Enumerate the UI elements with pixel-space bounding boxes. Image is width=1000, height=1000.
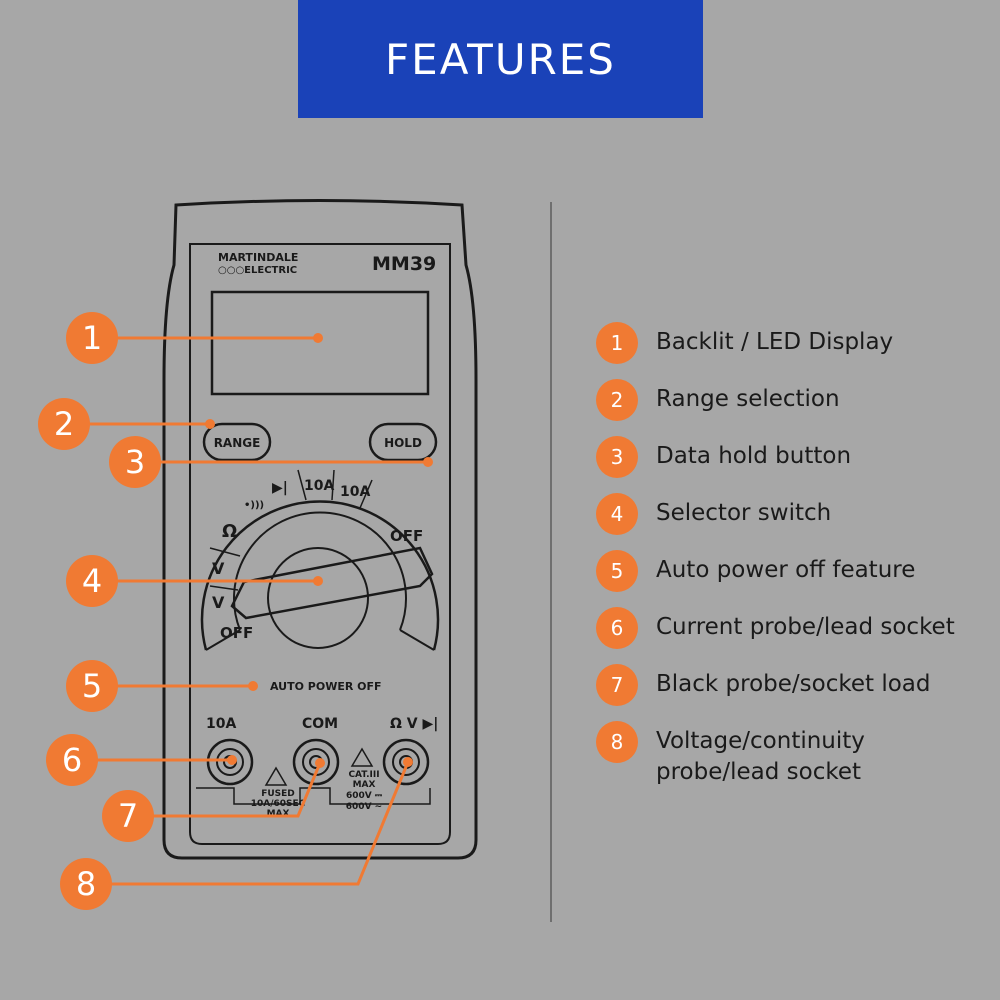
fused-label-2: 10A/60SEC (251, 799, 306, 809)
model-name: MM39 (372, 253, 436, 275)
leader-dot-4 (313, 576, 323, 586)
selector-dial-ring (200, 469, 440, 651)
legend-label-4: Selector switch (656, 500, 832, 526)
dial-off-right-label: OFF (390, 527, 423, 545)
callout-1: 1 (66, 312, 118, 364)
callout-5: 5 (66, 660, 118, 712)
fused-label-1: FUSED (261, 789, 295, 799)
leader-dot-2 (205, 419, 215, 429)
socket-10a-label: 10A (206, 716, 236, 732)
range-button[interactable]: RANGE (202, 422, 272, 462)
callout-4: 4 (66, 555, 118, 607)
legend-item-8: 8 Voltage/continuity probe/lead socket (596, 721, 986, 788)
legend-item-7: 7 Black probe/socket load (596, 664, 986, 706)
leader-dot-1 (313, 333, 323, 343)
legend-badge-8: 8 (596, 721, 638, 763)
brand-subname: ○○○ELECTRIC (218, 265, 297, 276)
callout-5-number: 5 (82, 667, 102, 705)
legend-label-7: Black probe/socket load (656, 671, 931, 697)
socket-divider-lines (196, 787, 431, 805)
callout-4-number: 4 (82, 562, 102, 600)
callout-2: 2 (38, 398, 90, 450)
leader-dot-6 (227, 755, 237, 765)
legend-badge-7: 7 (596, 664, 638, 706)
leader-dot-7 (315, 758, 325, 768)
legend-badge-2: 2 (596, 379, 638, 421)
legend-badge-5: 5 (596, 550, 638, 592)
meter-body (162, 199, 478, 860)
lcd-display (210, 290, 430, 396)
callout-8: 8 (60, 858, 112, 910)
callout-3: 3 (109, 436, 161, 488)
hold-button-label: HOLD (384, 436, 422, 450)
range-button-label: RANGE (214, 436, 261, 450)
warning-icon (264, 766, 288, 786)
dial-off-left-label: OFF (220, 624, 253, 642)
cat-label-4: 600V ∼ (346, 802, 382, 812)
meter-outer-shell (162, 199, 478, 860)
callout-6-number: 6 (62, 741, 82, 779)
cat-label-2: MAX (353, 780, 376, 790)
socket-v-label: Ω V ▶| (390, 716, 438, 732)
selector-knob[interactable] (230, 546, 434, 649)
callout-8-number: 8 (76, 865, 96, 903)
vertical-divider (550, 202, 552, 922)
dial-dc-10a-label: 10A (304, 478, 334, 494)
legend-item-2: 2 Range selection (596, 379, 986, 421)
socket-com-label: COM (302, 716, 338, 732)
legend-label-3: Data hold button (656, 443, 852, 469)
legend-badge-6: 6 (596, 607, 638, 649)
cat-label-3: 600V ⎓ (346, 791, 383, 801)
legend-badge-1: 1 (596, 322, 638, 364)
leader-7 (150, 762, 322, 818)
legend-label-8: Voltage/continuity probe/lead socket (656, 728, 865, 785)
legend-label-6: Current probe/lead socket (656, 614, 955, 640)
features-banner: FEATURES (298, 0, 703, 118)
legend-label-2: Range selection (656, 386, 840, 412)
callout-1-number: 1 (82, 319, 102, 357)
hold-button[interactable]: HOLD (368, 422, 438, 462)
legend-label-5: Auto power off feature (656, 557, 916, 583)
cat-label-1: CAT.III (348, 770, 379, 780)
legend-badge-4: 4 (596, 493, 638, 535)
legend-item-5: 5 Auto power off feature (596, 550, 986, 592)
leader-8 (110, 761, 410, 886)
meter-inner-panel (189, 243, 451, 845)
legend-item-1: 1 Backlit / LED Display (596, 322, 986, 364)
callout-7-number: 7 (118, 797, 138, 835)
fused-label-3: MAX (267, 809, 290, 819)
leader-lines (82, 333, 433, 886)
legend-badge-3: 3 (596, 436, 638, 478)
auto-power-off-label: AUTO POWER OFF (270, 680, 382, 693)
dial-ac-10a-label: 10A (340, 484, 370, 500)
dial-ac-v-label: V (212, 593, 225, 612)
leader-dot-8 (403, 757, 413, 767)
socket-voltage[interactable] (382, 738, 430, 786)
callout-6: 6 (46, 734, 98, 786)
brand-name: MARTINDALE (218, 251, 298, 264)
dial-diode-label: ▶| (272, 480, 288, 496)
legend-item-4: 4 Selector switch (596, 493, 986, 535)
legend-item-6: 6 Current probe/lead socket (596, 607, 986, 649)
legend-label-1: Backlit / LED Display (656, 329, 894, 355)
banner-title: FEATURES (385, 34, 616, 84)
callout-3-number: 3 (125, 443, 145, 481)
callout-2-number: 2 (54, 405, 74, 443)
dial-continuity-label: •))) (244, 500, 264, 511)
legend-item-3: 3 Data hold button (596, 436, 986, 478)
leader-dot-5 (248, 681, 258, 691)
callout-7: 7 (102, 790, 154, 842)
dial-dc-v-label: V (212, 559, 225, 578)
cat-warning-icon (350, 747, 374, 767)
dial-ohm-label: Ω (222, 521, 237, 542)
leader-dot-3 (423, 457, 433, 467)
